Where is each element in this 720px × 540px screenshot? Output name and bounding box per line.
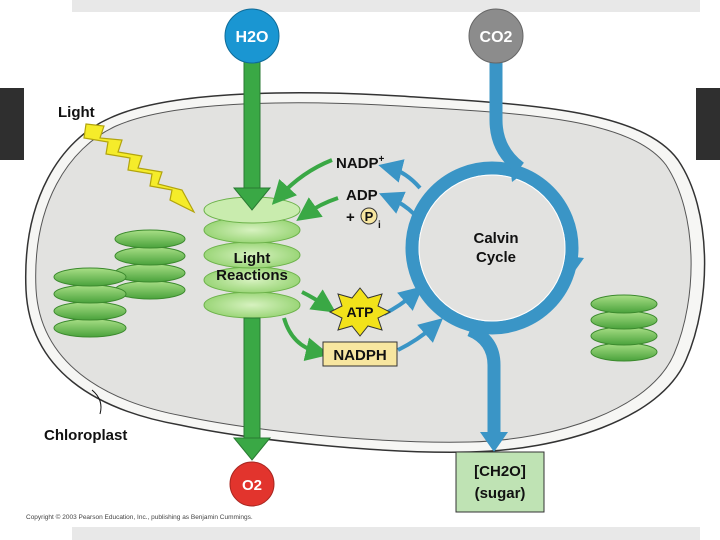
nadp-label: NADP (336, 155, 379, 172)
svg-text:H2O: H2O (236, 29, 269, 46)
oxygen-flow-arrow (243, 317, 261, 441)
chloroplast-label: Chloroplast (44, 427, 127, 444)
calvin-cycle-label-line2: Cycle (476, 249, 516, 266)
svg-text:(sugar): (sugar) (475, 485, 526, 502)
right-dark-block (696, 88, 720, 160)
svg-text:ATP: ATP (347, 304, 374, 320)
atp-label: ATP (347, 304, 374, 320)
phosphate-label: P (365, 209, 374, 224)
bottom-band (72, 527, 700, 540)
svg-text:ADP: ADP (346, 187, 378, 204)
light-to-atp-arrow (301, 289, 336, 313)
svg-text:Reactions: Reactions (216, 267, 288, 284)
lightning-bolt-icon (83, 123, 196, 214)
sugar-output-arrowhead (480, 432, 508, 452)
atp-star (328, 287, 392, 337)
sugar-label-line1: [CH2O] (474, 463, 526, 480)
svg-text:Cycle: Cycle (476, 249, 516, 266)
svg-text:O2: O2 (242, 477, 262, 494)
sugar-box (455, 451, 545, 513)
calvin-cycle-arrowhead-right (566, 256, 584, 272)
sugar-label-line2: (sugar) (475, 485, 526, 502)
chloroplast-pointer-line (91, 389, 102, 415)
thylakoid-stack-right (590, 294, 658, 362)
calvin-to-nadp-arrow (378, 159, 422, 190)
nadph-to-calvin-arrow (397, 318, 444, 352)
water-node: H2O (224, 8, 280, 64)
light-label: Light (58, 104, 95, 121)
svg-text:i: i (378, 220, 381, 231)
water-flow-arrow (243, 49, 261, 191)
svg-text:+: + (346, 209, 355, 226)
calvin-cycle-label-line1: Calvin (473, 230, 518, 247)
co2-input-path (489, 52, 525, 174)
co2-label: CO2 (480, 29, 513, 46)
adp-to-light-arrow (296, 196, 339, 221)
svg-text:NADPH: NADPH (333, 347, 386, 364)
light-reactions-stack (203, 196, 301, 319)
oxygen-flow-arrowhead (232, 437, 272, 461)
calvin-cycle-ring-inner (418, 174, 566, 322)
svg-text:Light: Light (234, 250, 271, 267)
water-flow-arrowhead (232, 187, 272, 211)
adp-label: ADP (346, 187, 378, 204)
oxygen-label: O2 (242, 477, 262, 494)
phosphate-subscript: i (378, 220, 381, 231)
thylakoid-stack-left-front (53, 267, 127, 338)
phosphate-circle (360, 207, 378, 225)
plus-sign: + (346, 209, 355, 226)
svg-text:Light: Light (58, 104, 95, 121)
top-band (72, 0, 700, 12)
nadp-charge: + (379, 154, 385, 165)
light-reactions-label-line1: Light (234, 250, 271, 267)
chloroplast-stroma (35, 102, 692, 443)
svg-text:[CH2O]: [CH2O] (474, 463, 526, 480)
copyright-text: Copyright © 2003 Pearson Education, Inc.… (26, 514, 253, 521)
sugar-output-path (467, 324, 501, 435)
thylakoid-stack-left-back (114, 229, 186, 300)
nadph-box (322, 341, 398, 367)
water-label: H2O (236, 29, 269, 46)
light-to-nadph-arrow (282, 317, 330, 361)
oxygen-node: O2 (229, 461, 275, 507)
calvin-cycle-ring (405, 161, 579, 335)
calvin-to-adp-arrow (378, 191, 416, 216)
svg-text:NADP+: NADP+ (336, 154, 385, 172)
co2-node: CO2 (468, 8, 524, 64)
svg-text:Calvin: Calvin (473, 230, 518, 247)
nadp-to-light-arrow (271, 158, 333, 205)
left-dark-block (0, 88, 24, 160)
svg-text:P: P (365, 209, 374, 224)
light-reactions-label-line2: Reactions (216, 267, 288, 284)
nadph-label: NADPH (333, 347, 386, 364)
svg-text:CO2: CO2 (480, 29, 513, 46)
svg-text:Chloroplast: Chloroplast (44, 427, 127, 444)
